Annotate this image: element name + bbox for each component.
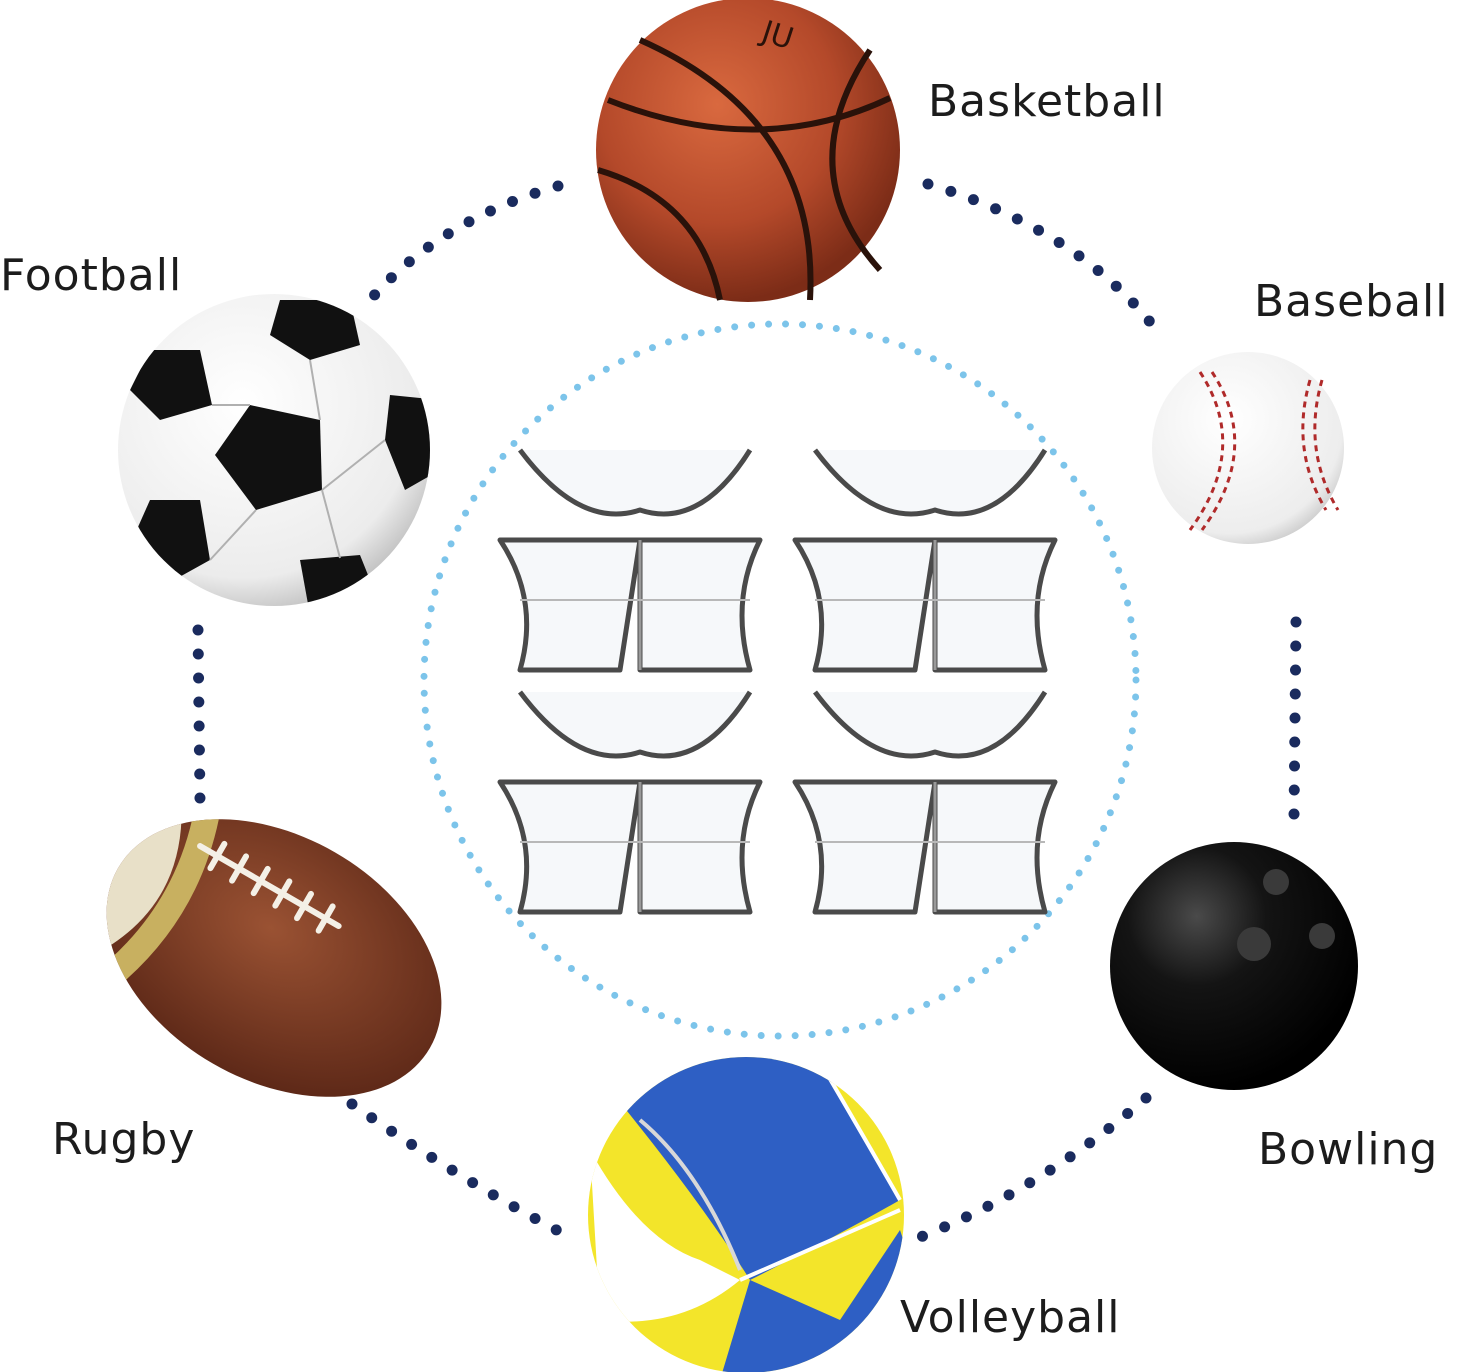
label-football: Football [0, 250, 183, 301]
rugby-ball-image [57, 762, 442, 1097]
label-baseball: Baseball [1254, 276, 1449, 327]
acrylic-stand [497, 690, 763, 915]
basketball-image: JU [596, 0, 900, 302]
outer-dotted-ring [192, 178, 1302, 1244]
baseball-image [1152, 352, 1344, 544]
acrylic-stand [792, 690, 1058, 915]
label-basketball: Basketball [928, 76, 1166, 127]
acrylic-stand-set [497, 448, 1058, 915]
acrylic-stand [792, 448, 1058, 673]
label-rugby: Rugby [52, 1114, 196, 1165]
label-volleyball: Volleyball [900, 1292, 1121, 1343]
acrylic-stand [497, 448, 763, 673]
label-bowling: Bowling [1258, 1124, 1439, 1175]
football-image [118, 294, 430, 606]
inner-dotted-ring [420, 320, 1140, 1040]
volleyball-image [588, 1057, 904, 1372]
bowling-ball-image [1110, 842, 1358, 1090]
